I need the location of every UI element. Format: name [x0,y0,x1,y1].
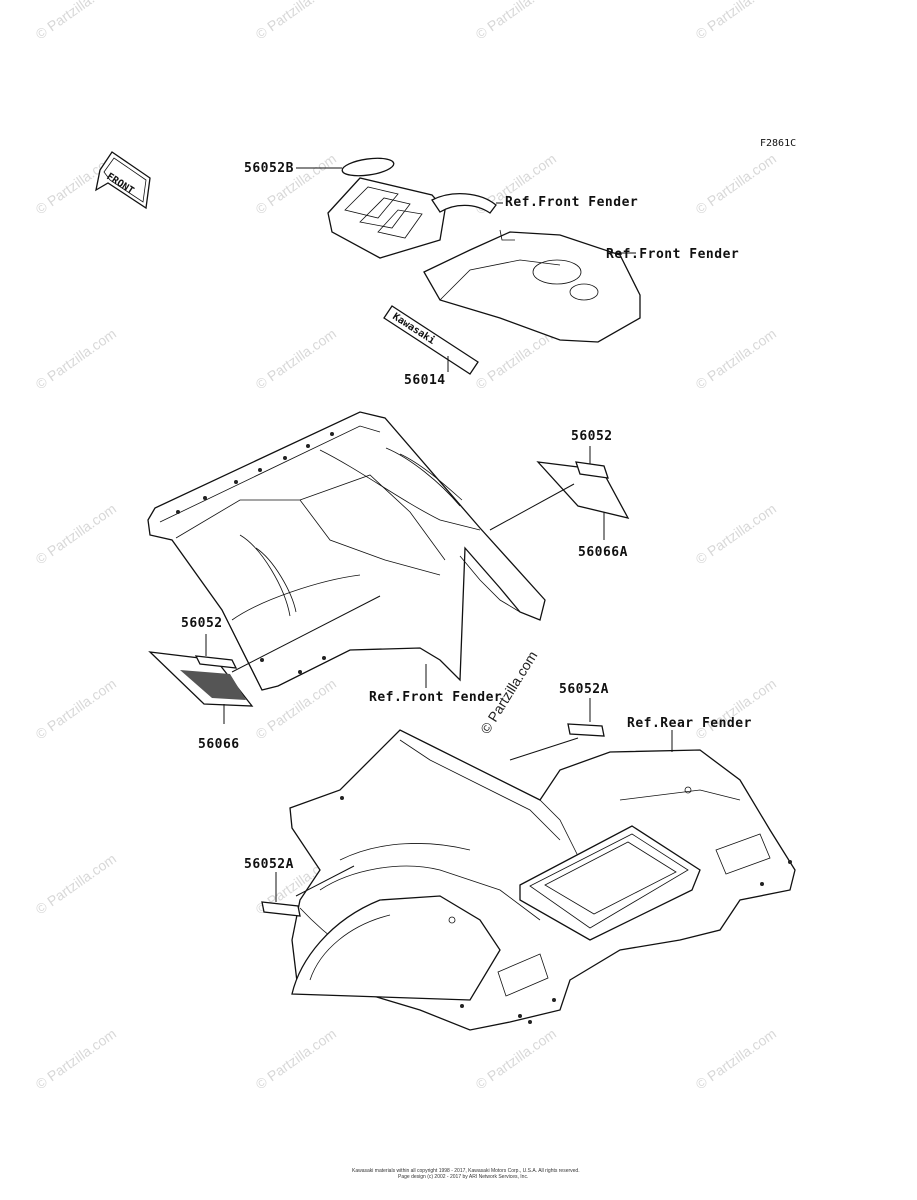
callout-56066a: 56066A [578,545,628,560]
watermark: © Partzilla.com [693,150,779,217]
callout-56066: 56066 [198,737,240,752]
watermark: © Partzilla.com [253,325,339,392]
kawasaki-emblem-logo: Kawasaki [390,310,437,346]
callout-56052-left: 56052 [181,616,223,631]
watermark: © Partzilla.com [253,0,339,42]
decal-56066-dots [180,670,246,700]
watermark: © Partzilla.com [693,500,779,567]
watermark: © Partzilla.com [693,0,779,42]
callout-56052b: 56052B [244,161,294,176]
figure-code: F2861C [760,138,796,149]
callout-ref-front-fender-2: Ref.Front Fender [606,247,739,262]
footer-copyright-line1: Kawasaki materials within all copyright … [352,1168,580,1174]
footer-copyright-line2: Page design (c) 2002 - 2017 by ARI Netwo… [398,1174,528,1180]
callout-ref-front-fender-3: Ref.Front Fender [369,690,502,705]
callout-ref-front-fender-1: Ref.Front Fender [505,195,638,210]
watermark: © Partzilla.com [693,675,779,742]
decal-56052b-shape [341,157,395,177]
callout-56052a-top: 56052A [559,682,609,697]
watermark: © Partzilla.com [33,1025,119,1092]
callout-56052a-left: 56052A [244,857,294,872]
callout-56014: 56014 [404,373,446,388]
watermark: © Partzilla.com [33,0,119,42]
watermark: © Partzilla.com [33,325,119,392]
decal-56052a-left-shape [261,901,301,917]
rear-fender-assembly: 56052A Ref.Rear Fender 56052A [244,682,796,1031]
watermark: © Partzilla.com [473,0,559,42]
watermark: © Partzilla.com [473,1025,559,1092]
front-cover-assembly: 56052B Ref.Front Fender Ref.Front Fender… [244,157,739,388]
decal-56052a-top-shape [567,723,605,737]
watermark: © Partzilla.com [253,1025,339,1092]
watermark: © Partzilla.com [693,325,779,392]
decal-56052-right-shape [575,461,609,479]
watermark: © Partzilla.com [693,1025,779,1092]
watermark: © Partzilla.com [33,500,119,567]
callout-ref-rear-fender: Ref.Rear Fender [627,716,752,731]
kawasaki-emblem-shape [383,305,479,375]
watermark: © Partzilla.com [33,850,119,917]
front-fender-assembly: 56052 56066A 56052 56066 Ref.Front Fende… [147,411,630,752]
watermark: © Partzilla.com [33,675,119,742]
decal-56052-left-shape [194,655,238,669]
callout-56052-right: 56052 [571,429,613,444]
